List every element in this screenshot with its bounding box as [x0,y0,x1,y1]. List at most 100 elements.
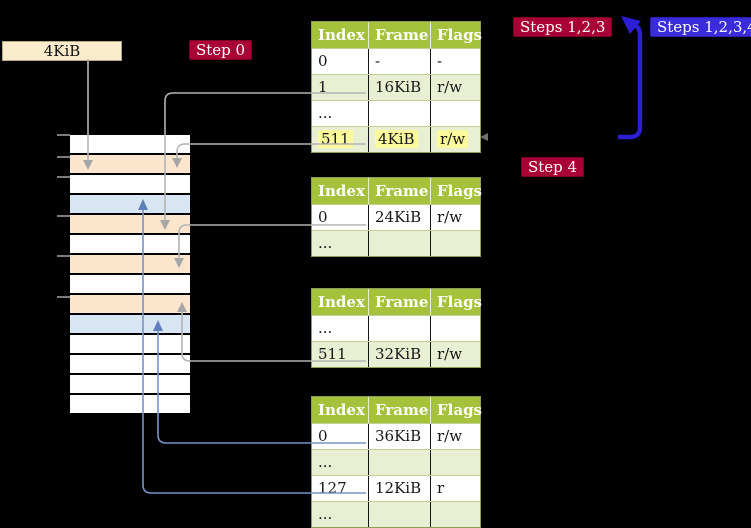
table-row: ... [312,230,480,256]
table-row: 0 -- [312,48,480,74]
memory-frame-white [70,335,190,355]
table-cell: 24KiB [368,205,430,230]
steps1234-badge: Steps 1,2,3,4 [650,17,751,37]
memory-frame-white [70,395,190,415]
table-row: ... [312,100,480,126]
memory-frame-orange [70,215,190,235]
highlighted-value: r/w [437,130,469,148]
table-cell: r/w [430,342,480,367]
table-header-cell: Flags [430,397,482,423]
table-header-cell: Flags [430,289,482,315]
table-cell [368,231,430,256]
table-row: ... [312,501,480,527]
memory-tick [57,255,70,257]
table-cell: 511 [312,127,368,152]
table-cell: 12KiB [368,476,430,501]
table-cell [430,316,480,341]
memory-frame-orange [70,295,190,315]
table-cell [430,502,480,527]
table-cell: 0 [318,208,328,226]
table-cell: 4KiB [368,127,430,152]
table-cell: r/w [430,205,480,230]
table-cell [430,101,480,126]
memory-frame-white [70,135,190,155]
table-cell [430,231,480,256]
table-cell: - [430,49,480,74]
table-cell: r [430,476,480,501]
table-header-cell: Frame [368,289,430,315]
memory-tick [57,134,70,136]
table-header-cell: Frame [368,178,430,204]
memory-frame-white [70,355,190,375]
table-cell: r/w [430,75,480,100]
table-cell [368,101,430,126]
memory-frame-blue [70,315,190,335]
memory-frame-white [70,275,190,295]
table-cell: r/w [430,127,480,152]
pt1-return-arrowhead-head [480,133,488,141]
table-cell: r/w [430,424,480,449]
page-size-label: 4KiB [2,41,122,61]
table-cell: - [368,49,430,74]
memory-frame-orange [70,255,190,275]
table-cell: ... [318,234,333,252]
table-cell: 36KiB [368,424,430,449]
table-header-cell: Frame [368,22,430,48]
memory-tick [57,215,70,217]
memory-tick [57,176,70,178]
table-cell [368,316,430,341]
memory-tick [57,296,70,298]
table-cell: ... [318,104,333,122]
table-cell: 127 [318,479,347,497]
memory-frame-orange [70,155,190,175]
step4-badge: Step 4 [521,157,585,177]
step0-badge: Step 0 [189,40,253,60]
table-row: ... [312,449,480,475]
table-row: ... [312,315,480,341]
memory-frame-white [70,375,190,395]
memory-frame-blue [70,195,190,215]
table-cell: 16KiB [368,75,430,100]
memory-tick [57,156,70,158]
loop-back-arrow [618,23,643,140]
table-cell [430,450,480,475]
table-cell: 1 [318,78,328,96]
table-cell: ... [318,505,333,523]
highlighted-value: 4KiB [375,130,418,148]
table-cell: 0 [318,52,328,70]
table-cell: 0 [318,427,328,445]
table-row: 511 4KiB r/w [312,126,480,152]
table-header-cell: Flags [430,22,482,48]
table-header-cell: Index [318,26,365,44]
loop-back-arrow-head [621,16,641,34]
physical-memory-column [70,135,190,415]
table-cell: 32KiB [368,342,430,367]
table-cell [368,502,430,527]
table-cell: 511 [318,345,347,363]
table-header-cell: Index [318,293,365,311]
table-header-cell: Flags [430,178,482,204]
table-cell [368,450,430,475]
table-header-cell: Index [318,182,365,200]
table-cell: ... [318,453,333,471]
steps123-badge: Steps 1,2,3 [513,17,613,37]
highlighted-value: 511 [318,130,353,148]
memory-frame-white [70,175,190,195]
table-header-cell: Frame [368,397,430,423]
table-cell: ... [318,319,333,337]
table-header-cell: Index [318,401,365,419]
